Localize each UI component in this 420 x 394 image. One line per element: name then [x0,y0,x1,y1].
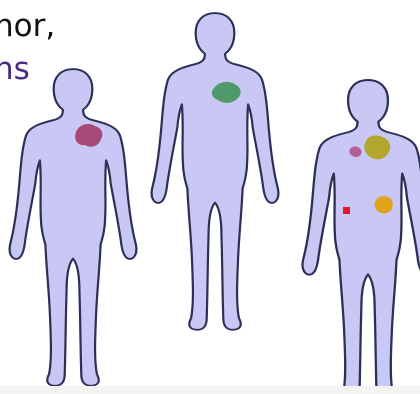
body-outline-right [303,80,420,394]
figure-left [10,69,137,386]
body-outline-center [152,13,279,330]
lesion-right-4 [343,207,350,214]
bottom-band [0,386,420,394]
figure-right [303,80,420,394]
figure-center [152,13,279,330]
body-outline-left [10,69,137,386]
